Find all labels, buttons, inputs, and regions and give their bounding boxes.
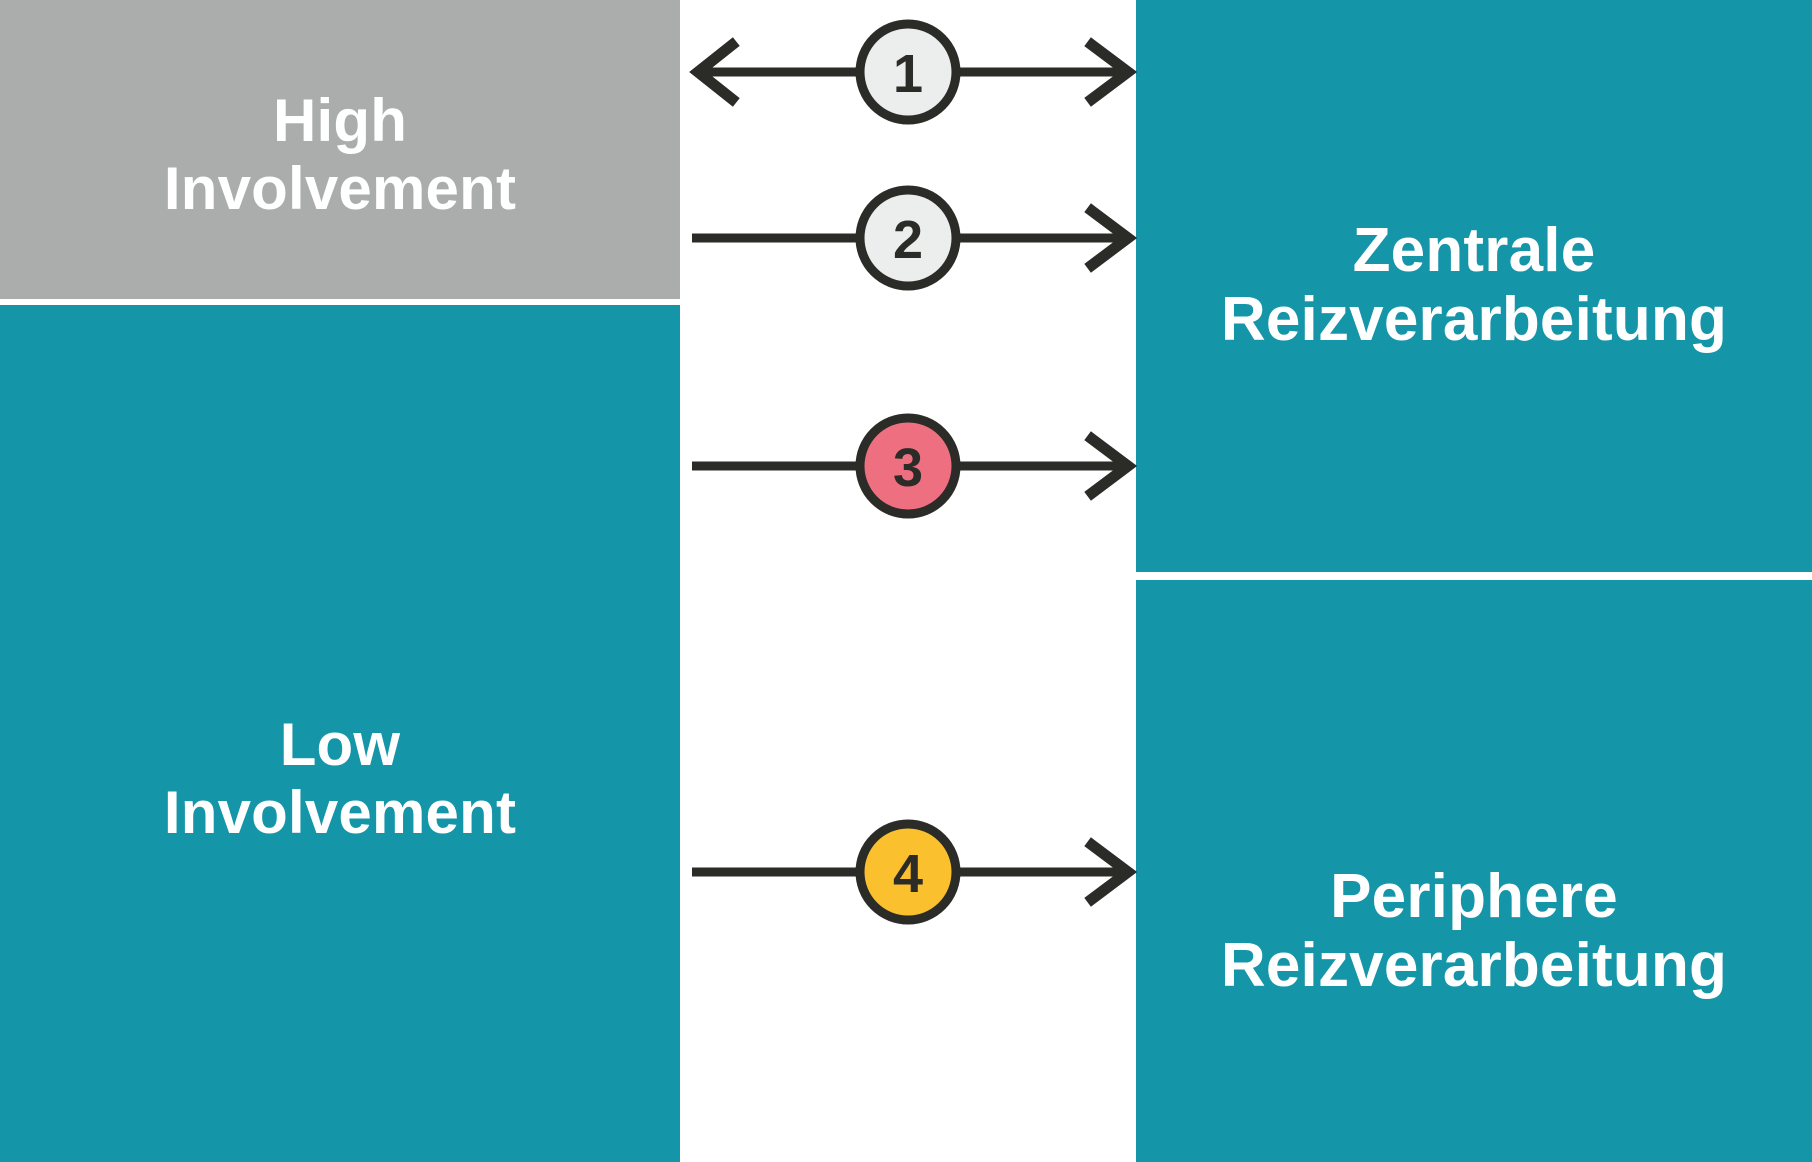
box-low-involvement: Low Involvement [0, 305, 680, 1162]
box-zentrale-reizverarbeitung: Zentrale Reizverarbeitung [1136, 0, 1812, 572]
connector-row-2: 2 [680, 178, 1138, 298]
connector-4-arrowhead-right [1084, 837, 1138, 907]
connector-1-circle[interactable] [855, 19, 961, 125]
connector-2-number: 2 [893, 210, 923, 270]
connector-2-circle[interactable] [855, 185, 961, 291]
connector-1-number: 1 [893, 44, 923, 104]
connector-3-circle[interactable] [855, 413, 961, 519]
box-high-involvement: High Involvement [0, 0, 680, 299]
box-zentrale-reizverarbeitung-label: Zentrale Reizverarbeitung [1220, 215, 1728, 354]
connector-3-arrowhead-right [1084, 431, 1138, 501]
connector-3-number: 3 [893, 438, 923, 498]
connector-1-arrowhead-right [1084, 37, 1138, 107]
connector-row-3: 3 [680, 406, 1138, 526]
connector-row-1: 1 [680, 12, 1138, 132]
connector-row-4: 4 [680, 812, 1138, 932]
box-periphere-reizverarbeitung-label: Periphere Reizverarbeitung [1220, 861, 1728, 1000]
connector-4-number: 4 [893, 844, 923, 904]
connector-2-arrowhead-right [1084, 203, 1138, 273]
connector-4-circle[interactable] [855, 819, 961, 925]
box-periphere-reizverarbeitung: Periphere Reizverarbeitung [1136, 580, 1812, 1162]
box-low-involvement-label: Low Involvement [163, 711, 517, 846]
box-high-involvement-label: High Involvement [163, 87, 517, 222]
connector-1-arrowhead-left [689, 37, 740, 107]
